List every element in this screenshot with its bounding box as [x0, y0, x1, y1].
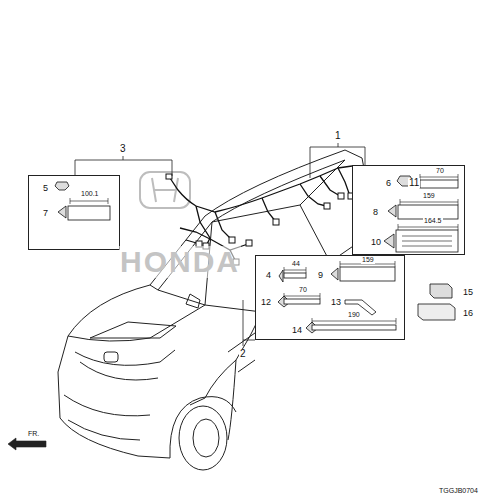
callout-number: 14 — [291, 325, 303, 335]
watermark: HONDA — [119, 246, 241, 278]
callout-number: 15 — [462, 287, 474, 297]
dimension-value: 159 — [422, 192, 436, 200]
dimension-value: 70 — [298, 286, 308, 294]
callout-number: 13 — [330, 297, 342, 307]
callout-number: 8 — [372, 207, 379, 217]
callout-number: 11 — [408, 178, 420, 188]
callout-number: 16 — [462, 308, 474, 318]
dimension-value: 100.1 — [80, 190, 100, 198]
callout-number: 4 — [265, 270, 272, 280]
dimension-value: 159 — [361, 256, 375, 264]
parts-group-box: 6 11 70 8 159 10 164.5 — [352, 165, 465, 255]
diagram-code: FR. — [27, 430, 40, 438]
callout-number: 5 — [42, 183, 49, 193]
diagram-code: TGGJB0704 — [438, 487, 479, 495]
dimension-value: 44 — [291, 260, 301, 268]
dimension-value: 164.5 — [423, 217, 443, 225]
dimension-value: 190 — [347, 311, 361, 319]
callout-number: 12 — [260, 297, 272, 307]
callout-number: 9 — [317, 270, 324, 280]
dimension-value: 70 — [435, 167, 445, 175]
callout-number: 6 — [385, 178, 392, 188]
parts-group-box: 5 7 100.1 — [28, 175, 120, 250]
callout-number: 1 — [334, 131, 342, 141]
callout-number: 3 — [119, 144, 127, 154]
parts-group-box: 444915912701314190 — [255, 255, 405, 340]
callout-number: 2 — [239, 349, 247, 359]
callout-number: 7 — [42, 208, 49, 218]
callout-number: 10 — [370, 237, 382, 247]
